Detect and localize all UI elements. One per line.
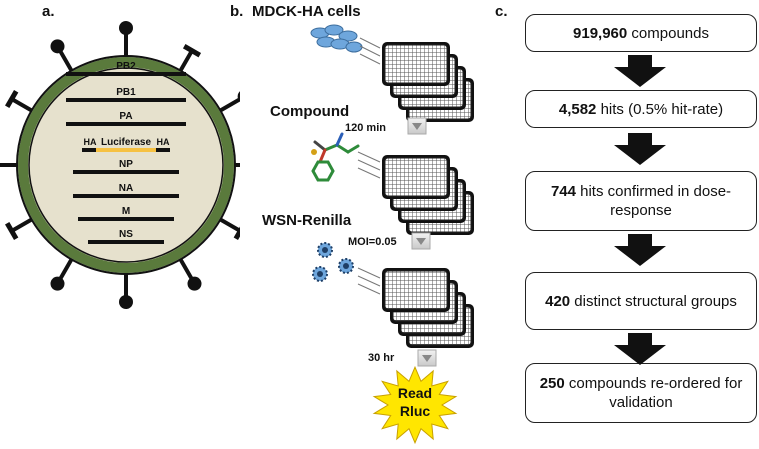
neuraminidase-spike	[178, 44, 202, 72]
hemagglutinin-spike	[119, 274, 133, 309]
funnel-arrow	[614, 333, 666, 365]
funnel-count: 4,582	[558, 100, 597, 118]
hemagglutinin-spike	[50, 258, 74, 291]
hemagglutinin-spike	[0, 163, 17, 167]
funnel-step-3: 744 hits confirmed in dose-response	[525, 171, 757, 231]
hemagglutinin-spike	[219, 91, 240, 113]
neuraminidase-spike	[5, 89, 33, 113]
step-arrow-compound	[407, 117, 427, 135]
plate-stack-cells	[382, 42, 474, 122]
envelope-outer-edge	[16, 55, 236, 275]
envelope-inner-edge	[28, 67, 224, 263]
reporter-ha-right: HA	[157, 137, 170, 147]
reporter-ha-left: HA	[84, 137, 97, 147]
funnel-description: compounds	[627, 24, 709, 42]
funnel-arrow	[614, 55, 666, 87]
virus-particles-icon	[312, 242, 354, 282]
funnel-count: 420	[545, 292, 571, 310]
neuraminidase-spike	[5, 217, 33, 241]
segment-pb2: PB2	[66, 61, 186, 76]
surface-glycoproteins	[0, 21, 240, 309]
hemagglutinin-spike	[235, 163, 240, 167]
cells-label: MDCK-HA cells	[252, 3, 361, 20]
virus-label: WSN-Renilla	[262, 212, 352, 229]
step-arrow-incubation	[417, 349, 437, 367]
funnel-step-2: 4,582 hits (0.5% hit-rate)	[525, 90, 757, 128]
segment-label: M	[122, 206, 130, 217]
hemagglutinin-spike	[178, 258, 202, 291]
segment-bar	[88, 240, 164, 244]
viral-envelope	[18, 57, 234, 273]
compound-molecule-icon	[311, 132, 360, 182]
neuraminidase-spike	[219, 217, 240, 241]
panel-label-a: a.	[42, 3, 55, 20]
funnel-arrows	[614, 55, 666, 365]
moi-label: MOI=0.05	[348, 236, 397, 248]
funnel-arrow	[614, 133, 666, 165]
segment-label: NA	[119, 183, 133, 194]
segment-bar	[66, 98, 186, 102]
compound-label: Compound	[270, 103, 350, 120]
funnel-count: 744	[550, 183, 576, 200]
funnel-count: 919,960	[573, 24, 628, 42]
segment-ns: NS	[88, 229, 164, 244]
well-plate	[384, 270, 448, 310]
segment-bar	[66, 122, 186, 126]
cells-transfer-lines	[359, 37, 381, 65]
luciferase-reporter-segment: HA Luciferase HA	[82, 137, 170, 152]
segment-pa: PA	[66, 111, 186, 126]
hemagglutinin-spike	[119, 21, 133, 56]
funnel-description: hits confirmed in dose-response	[575, 183, 732, 219]
segment-pb1: PB1	[66, 87, 186, 102]
panel-label-c: c.	[495, 3, 508, 20]
segment-label: NS	[119, 229, 133, 240]
funnel-step-4: 420 distinct structural groups	[525, 272, 757, 330]
segment-m: M	[78, 206, 174, 221]
funnel-description: compounds re-ordered for validation	[564, 375, 743, 411]
panel-label-b: b.	[230, 3, 244, 20]
segment-label: NP	[119, 159, 133, 170]
funnel-step-5: 250 compounds re-ordered for validation	[525, 363, 757, 423]
segment-np: NP	[73, 159, 179, 174]
segment-bar	[66, 72, 186, 76]
segment-bar	[78, 217, 174, 221]
segment-bar	[73, 194, 179, 198]
segment-na: NA	[73, 183, 179, 198]
funnel-count: 250	[539, 375, 565, 392]
step-arrow-virus	[411, 232, 431, 250]
virus-transfer-lines	[357, 267, 381, 295]
well-plate	[384, 44, 448, 84]
segment-bar	[73, 170, 179, 174]
plate-stack-compound	[382, 155, 474, 235]
incubation-label: 30 hr	[368, 352, 395, 364]
compound-time-label: 120 min	[345, 122, 386, 134]
read-rluc-burst: Read Rluc	[372, 365, 458, 445]
segment-label: PB1	[116, 87, 136, 98]
funnel-step-1: 919,960 compounds	[525, 14, 757, 52]
readout-line-2: Rluc	[400, 403, 431, 419]
compound-transfer-lines	[357, 151, 381, 179]
segment-label: PA	[119, 111, 132, 122]
hemagglutinin-spike	[50, 39, 74, 72]
plate-stack-infection	[382, 268, 474, 348]
segment-label: PB2	[116, 61, 136, 72]
readout-line-1: Read	[398, 385, 432, 401]
well-plate	[384, 157, 448, 197]
reporter-luciferase-label: Luciferase	[101, 137, 151, 148]
funnel-arrow	[614, 234, 666, 266]
assay-workflow-diagram: Read Rluc	[310, 24, 474, 445]
mdck-cells-icon	[310, 24, 363, 53]
funnel-description: hits (0.5% hit-rate)	[596, 100, 724, 118]
funnel-description: distinct structural groups	[570, 292, 737, 310]
